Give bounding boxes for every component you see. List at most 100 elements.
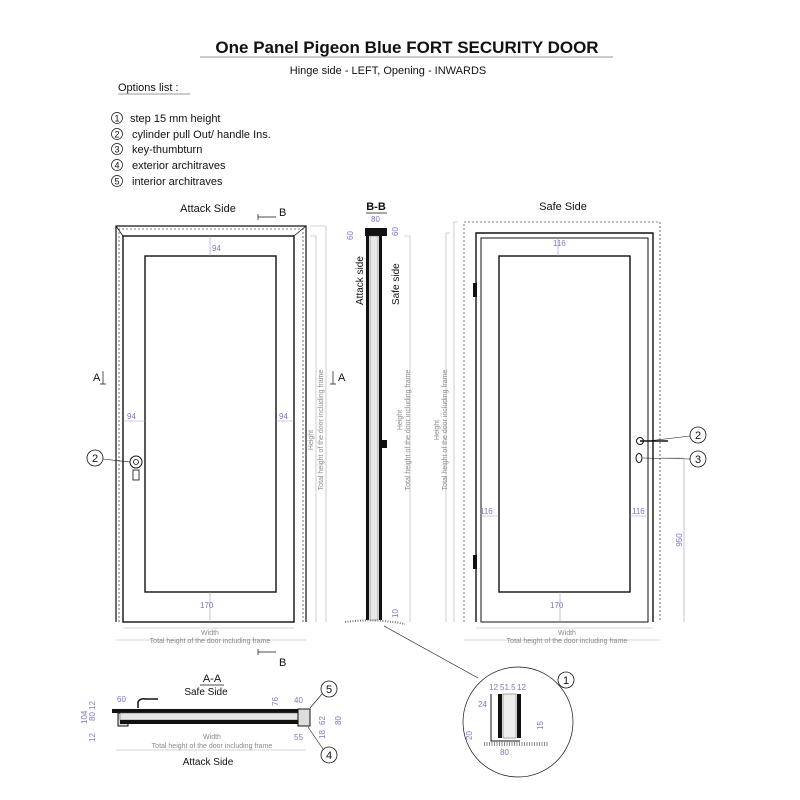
total-height-label: Total height of the door including frame	[405, 370, 412, 491]
total-height-label: Total height of the door including frame	[442, 370, 449, 491]
dim-80: 80	[88, 712, 97, 721]
detail-leader	[383, 625, 479, 679]
dim-top: 94	[212, 244, 221, 253]
cylinder-icon	[129, 455, 143, 469]
dim-left: 60	[346, 231, 355, 240]
dim-bottom: 10	[391, 609, 400, 618]
safe-side-label: Safe Side	[539, 201, 587, 213]
height-label: Height	[397, 410, 404, 430]
dim-handle-height: 950	[675, 533, 684, 547]
safe-side-label: Safe Side	[184, 687, 228, 698]
dim-51-5: 51.5	[500, 683, 516, 692]
miter-line	[293, 225, 307, 237]
section-b-label-top: B	[279, 207, 286, 219]
option-number-circle	[111, 128, 123, 140]
dim-80: 80	[500, 748, 509, 757]
total-width-label: Total height of the door including frame	[152, 743, 273, 750]
frame-head	[365, 228, 387, 236]
section-aa: A-A Safe Side Attack Side 60 104 12 80 1…	[80, 673, 343, 768]
leaf-skin-safe	[379, 236, 382, 620]
dim-55: 55	[294, 733, 303, 742]
hinge-icon	[473, 283, 477, 297]
dim-12: 12	[88, 701, 97, 710]
section-bb: B-B 80 60 60 Attack side Safe side Heigh…	[344, 201, 479, 679]
section-bb-title: B-B	[366, 201, 386, 213]
width-label: Width	[203, 734, 221, 741]
drawing-subtitle: Hinge side - LEFT, Opening - INWARDS	[290, 65, 486, 77]
dim-24: 24	[478, 700, 487, 709]
callout-2: 2	[92, 453, 98, 465]
dim-18: 18	[318, 730, 327, 739]
lever-handle-icon	[137, 698, 158, 708]
dim-right: 94	[279, 412, 288, 421]
option-number: 5	[114, 177, 119, 187]
height-label: Height	[434, 420, 441, 440]
dim-20: 20	[465, 731, 474, 740]
section-a-marker-right	[330, 371, 336, 385]
jamb-right	[297, 708, 311, 727]
step-detail: 1 12 51.5 12 24 20 15 80	[462, 666, 575, 778]
dim-12: 12	[489, 683, 498, 692]
dim-bottom: 170	[550, 601, 564, 610]
option-number-circle	[111, 175, 123, 187]
option-number: 2	[114, 130, 119, 140]
dim-left: 94	[127, 412, 136, 421]
dim-40: 40	[294, 696, 303, 705]
section-a-label-right: A	[338, 372, 346, 384]
options-heading: Options list :	[118, 82, 179, 94]
callout-5: 5	[326, 684, 332, 696]
leaf-skin-safe	[120, 709, 308, 713]
dim-104: 104	[80, 710, 89, 724]
total-width-label: Total height of the door including frame	[150, 638, 271, 645]
glass-panel	[498, 255, 631, 593]
hinge-icon	[473, 555, 477, 569]
dim-right: 60	[391, 227, 400, 236]
door-leaf	[480, 237, 649, 623]
dim-15: 15	[536, 721, 545, 730]
dim-right: 116	[632, 507, 645, 516]
option-item: 4 exterior architraves	[111, 159, 226, 172]
skin-attack	[498, 694, 502, 738]
handle-plate	[132, 469, 140, 481]
callout-3: 3	[695, 454, 701, 466]
dim-60: 60	[117, 695, 126, 704]
safe-side-label: Safe side	[391, 263, 402, 305]
door-frame	[475, 232, 654, 622]
width-label: Width	[558, 630, 576, 637]
architrave-outline	[115, 225, 307, 622]
leaf-core	[369, 235, 379, 621]
callout-1: 1	[563, 675, 569, 687]
attack-side-label: Attack Side	[183, 757, 234, 768]
callout-2: 2	[695, 430, 701, 442]
section-a-marker-left	[100, 371, 106, 385]
option-item: 2 cylinder pull Out/ handle Ins.	[111, 128, 271, 141]
option-number: 4	[114, 161, 119, 171]
callout-4: 4	[326, 750, 332, 762]
callout-circle	[86, 449, 104, 467]
dim-76: 76	[271, 697, 280, 706]
safe-side-view: Safe Side 2 3 116 116 116 170 950 Height…	[434, 201, 707, 645]
thumbturn-icon	[635, 453, 643, 463]
dim-62: 62	[318, 716, 327, 725]
attack-side-label: Attack side	[355, 256, 366, 305]
dim-top: 80	[371, 215, 380, 224]
drawing-title: One Panel Pigeon Blue FORT SECURITY DOOR	[215, 38, 598, 57]
floor-hatch	[344, 619, 406, 625]
leaf-core	[119, 712, 309, 721]
skin-safe	[517, 694, 521, 738]
frame-hidden-line	[118, 228, 304, 622]
detail-circle	[462, 666, 574, 778]
dim-12: 12	[88, 733, 97, 742]
handle-section	[382, 440, 387, 448]
total-height-label: Total height of the door including frame	[318, 370, 325, 491]
option-label: exterior architraves	[132, 160, 226, 172]
section-b-marker-bottom	[257, 649, 276, 655]
door-leaf	[122, 235, 295, 623]
dim-bottom: 170	[200, 601, 214, 610]
leaf-skin-attack	[366, 236, 369, 620]
option-label: cylinder pull Out/ handle Ins.	[132, 129, 271, 141]
dim-80: 80	[334, 716, 343, 725]
